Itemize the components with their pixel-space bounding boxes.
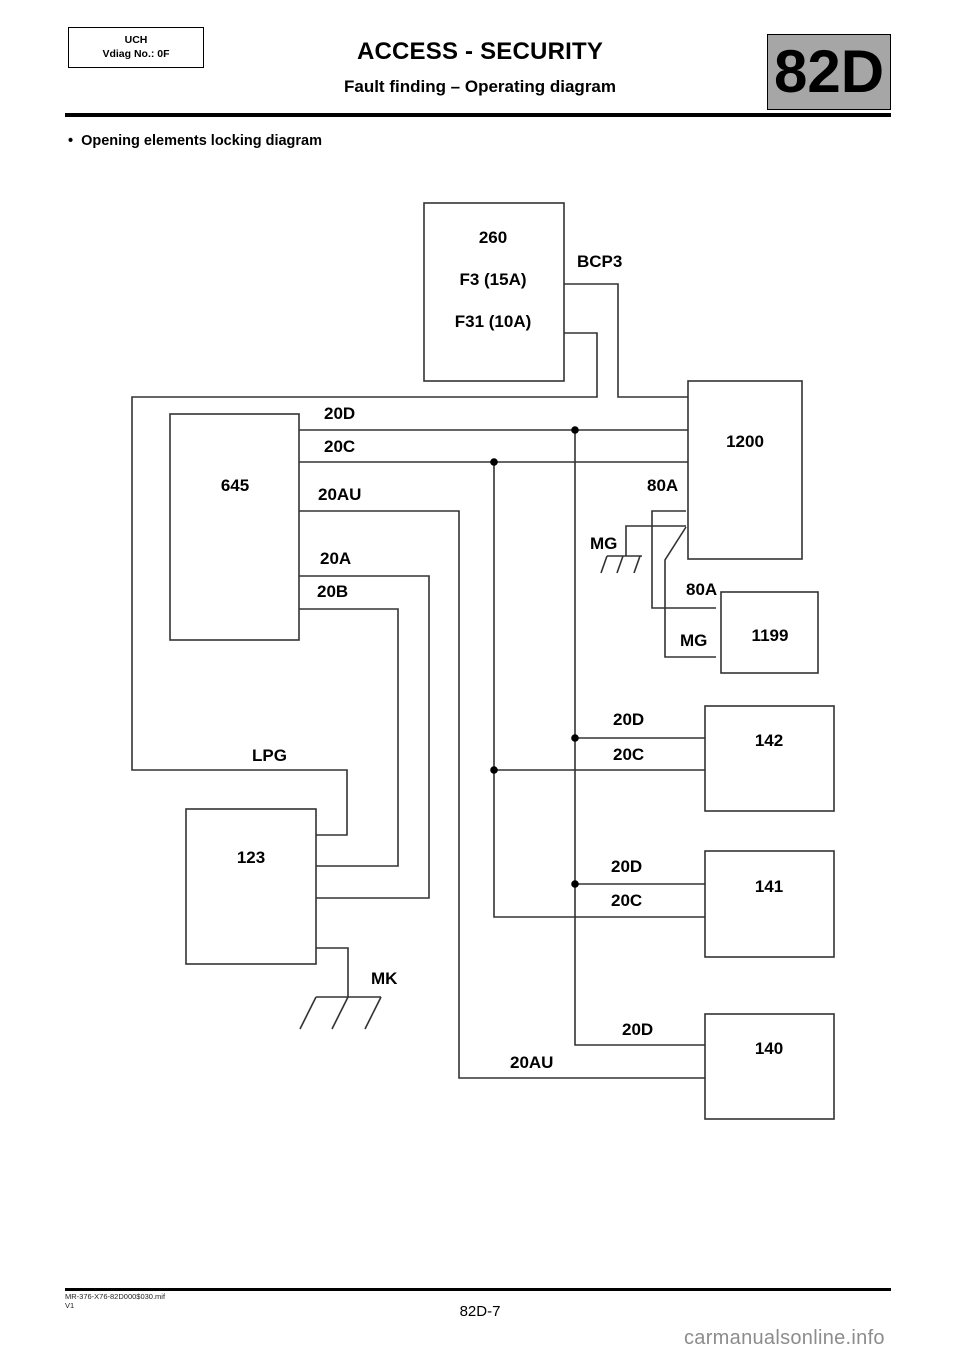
junction-20d-142 — [571, 734, 579, 742]
wire-label-mk: MK — [371, 969, 398, 988]
label-260-fuse-f3: F3 (15A) — [459, 270, 526, 289]
ground-icon-mk — [299, 996, 382, 1030]
wire-20d-trunk — [574, 430, 705, 1046]
wire-label-80a-1200: 80A — [647, 476, 678, 495]
wire-label-20c-142: 20C — [613, 745, 644, 764]
page-title: ACCESS - SECURITY — [356, 38, 604, 65]
component-141 — [704, 850, 835, 958]
document-reference: MR-376-X76-82D000$030.mif — [65, 1292, 166, 1301]
wire-labels: BCP3 20D 20C 20AU 20A 20B 80A MG 80A MG … — [252, 252, 717, 1072]
label-645: 645 — [221, 476, 249, 495]
component-123 — [185, 808, 317, 965]
label-140: 140 — [755, 1039, 783, 1058]
wire-label-20a-645: 20A — [320, 549, 351, 568]
page-number: 82D-7 — [459, 1303, 501, 1320]
label-1199: 1199 — [752, 626, 789, 645]
label-142: 142 — [755, 731, 783, 750]
junction-20d-bus — [571, 426, 579, 434]
junction-dots — [490, 426, 579, 888]
wire-label-20d-141: 20D — [611, 857, 642, 876]
section-heading-text: Opening elements locking diagram — [81, 133, 322, 149]
wire-label-20d-142: 20D — [613, 710, 644, 729]
wire-bcp3 — [564, 283, 688, 398]
junction-20c-142 — [490, 766, 498, 774]
wire-label-20c-141: 20C — [611, 891, 642, 910]
wire-mk — [316, 947, 349, 997]
wire-20a — [299, 575, 430, 899]
label-1200: 1200 — [726, 432, 764, 451]
wire-label-20c-645: 20C — [324, 437, 355, 456]
component-1199 — [720, 591, 819, 674]
component-labels: 260 F3 (15A) F31 (10A) 1200 645 1199 142… — [221, 228, 789, 1058]
ground-symbols — [299, 555, 642, 1030]
wire-20b — [299, 608, 399, 867]
label-260-fuse-f31: F31 (10A) — [455, 312, 532, 331]
document-version: V1 — [65, 1301, 75, 1310]
wire-label-80a-1199: 80A — [686, 580, 717, 599]
component-1200 — [687, 380, 803, 560]
components — [169, 202, 835, 1120]
wires — [131, 283, 716, 1079]
junction-20c-bus — [490, 458, 498, 466]
page-subtitle: Fault finding – Operating diagram — [343, 77, 617, 96]
wire-label-20au-645: 20AU — [318, 485, 361, 504]
vdiag-number: Vdiag No.: 0F — [102, 48, 170, 60]
component-260 — [423, 202, 565, 382]
footer-rule — [65, 1288, 891, 1291]
component-645 — [169, 413, 300, 641]
wire-20au — [299, 510, 705, 1079]
wire-label-lpg: LPG — [252, 746, 287, 765]
wire-label-20d-140: 20D — [622, 1020, 653, 1039]
wire-label-mg-ground: MG — [590, 534, 617, 553]
wire-label-20d-645: 20D — [324, 404, 355, 423]
section-heading: • Opening elements locking diagram — [68, 133, 322, 149]
junction-20d-141 — [571, 880, 579, 888]
wire-label-20au-140: 20AU — [510, 1053, 553, 1072]
wire-mg-switch — [664, 526, 716, 658]
footer-reference: MR-376-X76-82D000$030.mif V1 — [65, 1292, 165, 1310]
header-rule — [65, 113, 891, 117]
wire-lpg — [131, 332, 598, 836]
ground-icon-mg — [600, 555, 642, 574]
section-code-badge: 82D — [767, 34, 891, 110]
wire-mg-ground — [625, 525, 686, 556]
vehicle-code: UCH — [124, 34, 148, 46]
wire-label-bcp3: BCP3 — [577, 252, 622, 271]
watermark: carmanualsonline.info — [684, 1327, 885, 1349]
label-260: 260 — [479, 228, 507, 247]
component-142 — [704, 705, 835, 812]
wire-20c-trunk — [493, 462, 705, 918]
bullet-icon: • — [68, 133, 74, 149]
wire-label-20b-645: 20B — [317, 582, 348, 601]
label-141: 141 — [755, 877, 783, 896]
component-140 — [704, 1013, 835, 1120]
vehicle-info-box: UCH Vdiag No.: 0F — [68, 27, 204, 68]
wire-label-mg-1199: MG — [680, 631, 707, 650]
label-123: 123 — [237, 848, 265, 867]
wire-80a — [651, 510, 716, 609]
